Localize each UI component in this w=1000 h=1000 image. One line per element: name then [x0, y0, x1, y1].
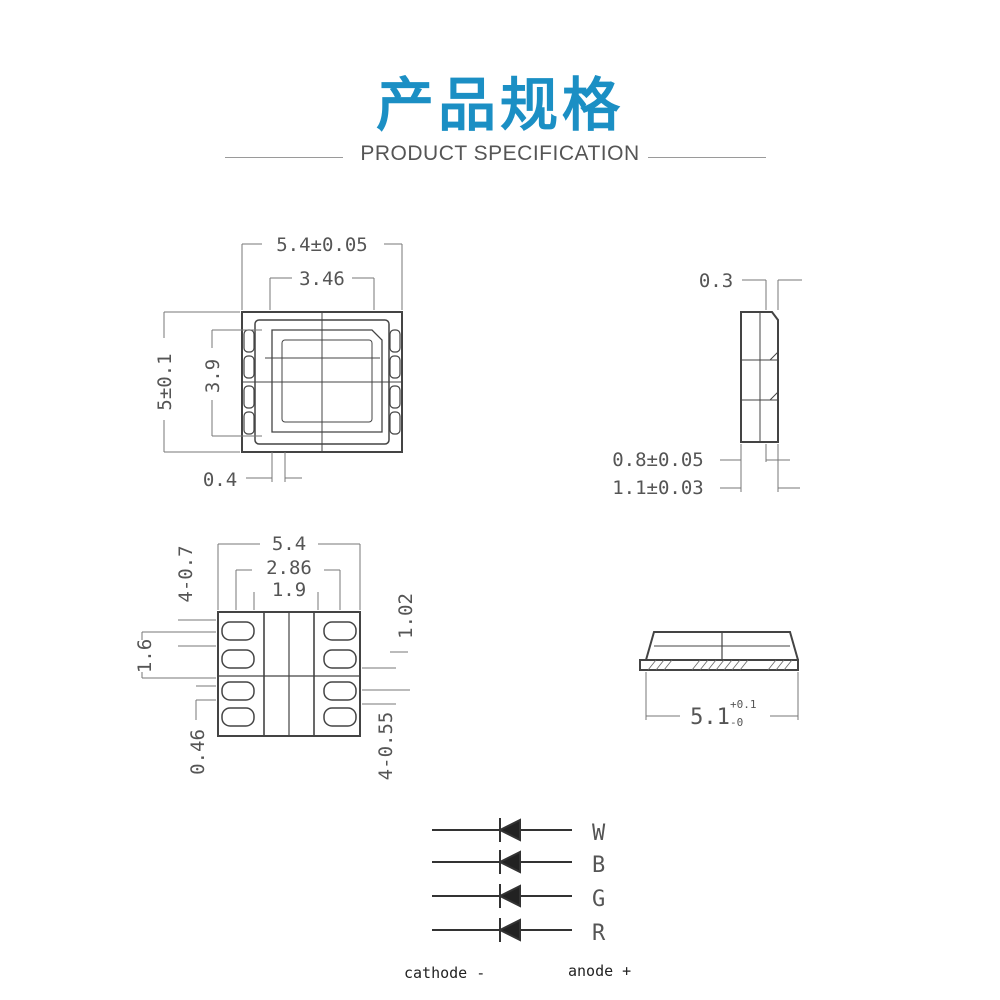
side-dim-a: 0.8±0.05	[612, 449, 704, 471]
schematic	[432, 818, 572, 942]
right-rule	[648, 157, 766, 158]
left-rule	[225, 157, 343, 158]
fp-width-dim: 5.4	[272, 533, 306, 555]
fp-pad-count-07: 4-0.7	[175, 545, 197, 602]
top-inner-height-dim: 3.9	[202, 359, 224, 393]
channel-g-label: G	[592, 887, 605, 912]
cathode-label: cathode -	[404, 964, 485, 982]
footprint-view	[141, 543, 410, 737]
side-view-body	[740, 311, 779, 443]
front-tol-minus: -0	[730, 716, 743, 729]
top-pad-dim: 0.4	[203, 469, 237, 491]
subtitle-row: PRODUCT SPECIFICATION	[0, 142, 1000, 172]
top-view-cavity	[271, 329, 383, 433]
diode-r	[432, 918, 572, 942]
front-view	[639, 631, 799, 720]
top-view	[163, 243, 403, 482]
top-view-dims	[163, 243, 403, 482]
top-height-dim: 5±0.1	[154, 353, 176, 410]
side-view-dims	[720, 279, 802, 492]
channel-w-label: W	[592, 821, 606, 846]
page-title: 产品规格	[375, 71, 624, 139]
diode-w	[432, 818, 572, 842]
side-view	[720, 279, 802, 492]
diode-b	[432, 850, 572, 874]
footprint-dims	[141, 543, 410, 720]
anode-label: anode +	[568, 962, 631, 980]
front-view-base	[639, 659, 799, 671]
front-tol-plus: +0.1	[730, 698, 757, 711]
diode-g	[432, 884, 572, 908]
fp-pad-count-055: 4-0.55	[375, 712, 397, 781]
fp-dim-102: 1.02	[395, 593, 417, 639]
channel-b-label: B	[592, 853, 605, 878]
side-dim-b: 1.1±0.03	[612, 477, 704, 499]
page-subtitle: PRODUCT SPECIFICATION	[360, 142, 640, 165]
top-width-dim: 5.4±0.05	[276, 234, 368, 256]
channel-r-label: R	[592, 921, 606, 946]
top-view-pads	[243, 329, 401, 435]
fp-dim-16: 1.6	[134, 639, 156, 673]
fp-dim-19: 1.9	[272, 579, 306, 601]
fp-dim-286: 2.86	[266, 557, 312, 579]
side-top-dim: 0.3	[699, 270, 733, 292]
front-view-dims	[645, 672, 799, 720]
top-inner-width-dim: 3.46	[299, 268, 345, 290]
top-view-inner-cavity	[281, 339, 373, 423]
footprint-pads	[221, 621, 357, 727]
fp-dim-046: 0.46	[187, 729, 209, 775]
front-dim-main: 5.1	[690, 705, 730, 730]
front-view-hatch	[647, 659, 793, 671]
